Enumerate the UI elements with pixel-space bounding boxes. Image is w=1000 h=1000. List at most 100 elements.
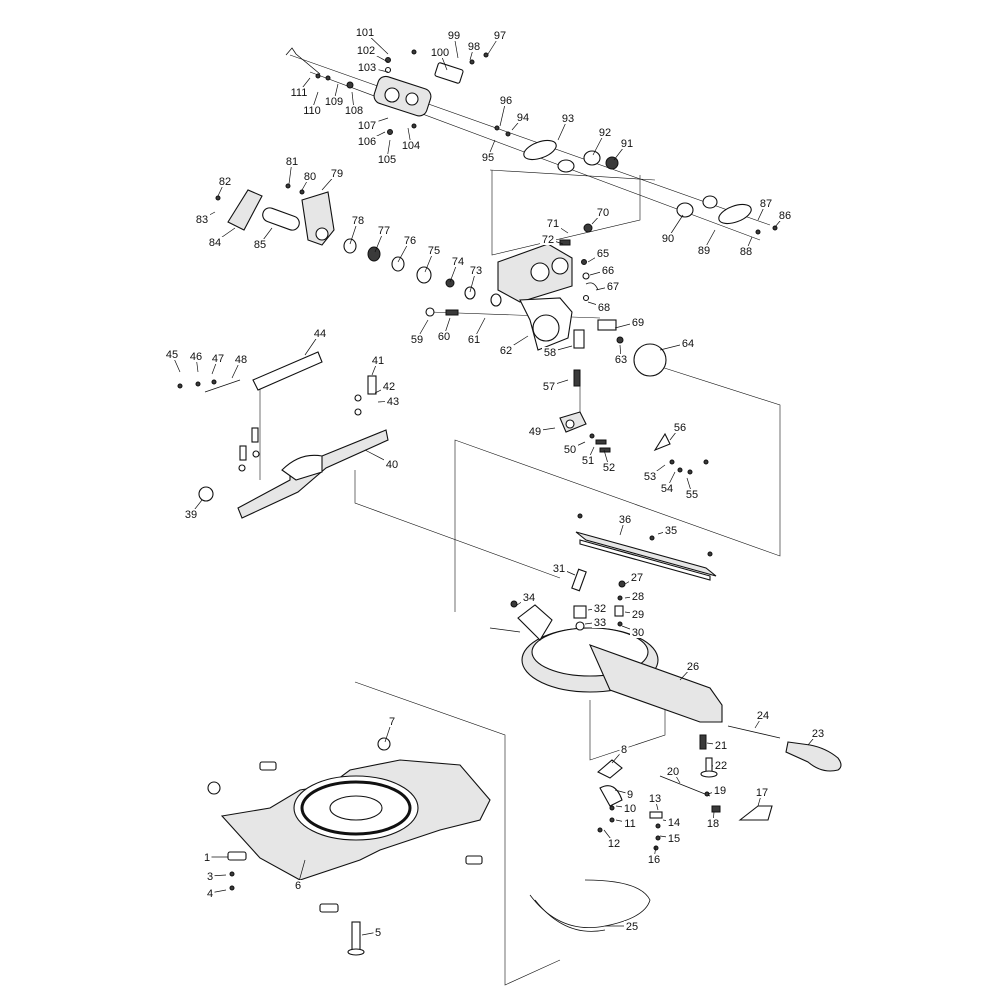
callout-11: 11	[615, 818, 638, 830]
callout-31: 31	[551, 563, 576, 576]
callout-87: 87	[757, 198, 774, 221]
callout-bg	[353, 27, 377, 38]
callout-bg	[551, 563, 567, 574]
callout-bg	[436, 331, 452, 342]
callout-number: 41	[372, 355, 384, 367]
callout-bg	[542, 347, 558, 358]
callout-number: 92	[599, 127, 611, 139]
callout-97: 97	[487, 30, 508, 55]
callout-bg	[541, 381, 557, 392]
callout-number: 47	[212, 353, 224, 365]
callout-bg	[596, 302, 612, 313]
callout-number: 4	[207, 888, 213, 900]
callout-number: 51	[582, 455, 594, 467]
callout-bg	[619, 744, 629, 755]
callout-bg	[560, 113, 576, 124]
callout-104: 104	[399, 127, 423, 152]
callout-bg	[622, 818, 638, 829]
part-callouts: 1345678910111213141516171819202122232425…	[164, 27, 826, 939]
callout-number: 104	[402, 140, 420, 152]
spring-ring	[529, 879, 651, 932]
callout-90: 90	[660, 214, 684, 245]
callout-number: 96	[500, 95, 512, 107]
callout-58: 58	[542, 345, 573, 359]
callout-106: 106	[355, 131, 386, 148]
callout-bg	[624, 921, 640, 932]
callout-39: 39	[183, 499, 203, 521]
top-bracket-assembly	[285, 47, 489, 135]
callout-bg	[409, 334, 425, 345]
callout-bg	[381, 381, 397, 392]
callout-63: 63	[613, 344, 629, 366]
callout-number: 64	[682, 338, 694, 350]
callout-number: 57	[543, 381, 555, 393]
callout-bg	[617, 514, 633, 525]
callout-bg	[680, 338, 696, 349]
callout-number: 103	[358, 62, 376, 74]
callout-number: 69	[632, 317, 644, 329]
callout-40: 40	[364, 449, 400, 471]
callout-number: 45	[166, 349, 178, 361]
callout-bg	[287, 87, 311, 98]
callout-93: 93	[557, 113, 576, 141]
callout-number: 30	[632, 627, 644, 639]
callout-bg	[384, 459, 400, 470]
callout-108: 108	[342, 91, 366, 117]
handle-and-shaft	[659, 725, 842, 821]
callout-bg	[646, 854, 662, 865]
callout-number: 56	[674, 422, 686, 434]
callout-number: 20	[667, 766, 679, 778]
callout-110: 110	[300, 91, 324, 117]
callout-number: 12	[608, 838, 620, 850]
callout-bg	[515, 112, 531, 123]
callout-33: 33	[584, 617, 608, 629]
callout-number: 91	[621, 138, 633, 150]
callout-number: 23	[812, 728, 824, 740]
callout-13: 13	[647, 793, 663, 811]
callout-bg	[665, 766, 681, 777]
callout-bg	[205, 888, 215, 899]
callout-number: 80	[304, 171, 316, 183]
callout-number: 76	[404, 235, 416, 247]
motor-housing	[425, 223, 667, 387]
callout-bg	[684, 489, 700, 500]
callout-55: 55	[684, 477, 700, 501]
callout-79: 79	[321, 168, 345, 191]
callout-66: 66	[589, 265, 616, 277]
callout-57: 57	[541, 379, 569, 393]
callout-bg	[399, 140, 423, 151]
callout-99: 99	[446, 30, 462, 59]
callout-49: 49	[527, 426, 556, 438]
callout-bg	[480, 152, 496, 163]
callout-bg	[666, 817, 682, 828]
callout-53: 53	[642, 464, 666, 483]
callout-number: 39	[185, 509, 197, 521]
callout-number: 109	[325, 96, 343, 108]
callout-1: 1	[202, 852, 228, 864]
callout-number: 48	[235, 354, 247, 366]
callout-number: 86	[779, 210, 791, 222]
callout-number: 19	[714, 785, 726, 797]
callout-number: 89	[698, 245, 710, 257]
callout-42: 42	[374, 381, 397, 394]
callout-number: 10	[624, 803, 636, 815]
callout-12: 12	[603, 829, 622, 850]
callout-number: 31	[553, 563, 565, 575]
callout-number: 24	[757, 710, 769, 722]
callout-54: 54	[659, 471, 676, 495]
callout-9: 9	[614, 789, 635, 801]
callout-number: 29	[632, 609, 644, 621]
callout-36: 36	[617, 514, 633, 536]
callout-number: 95	[482, 152, 494, 164]
callout-number: 88	[740, 246, 752, 258]
callout-91: 91	[613, 138, 635, 161]
callout-bg	[293, 880, 303, 891]
callout-7: 7	[384, 716, 397, 743]
callout-bg	[619, 138, 635, 149]
callout-number: 34	[523, 592, 535, 604]
callout-bg	[183, 509, 199, 520]
callout-bg	[685, 661, 701, 672]
bracket-parts	[597, 759, 663, 851]
callout-50: 50	[562, 441, 586, 456]
callout-number: 32	[594, 603, 606, 615]
